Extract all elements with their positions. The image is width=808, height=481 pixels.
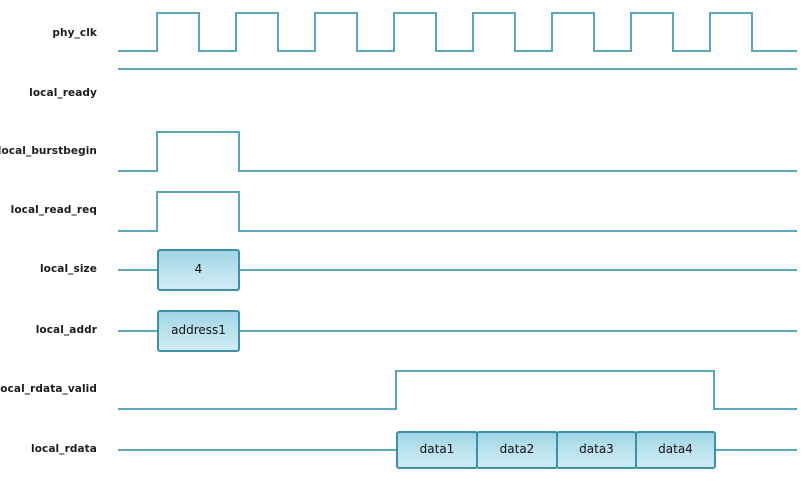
signal-label-local_rdata: local_rdata [31,443,97,455]
signal-label-local_addr: local_addr [35,324,97,336]
waveform-local_read_req [118,191,797,232]
bus-value-box-local_rdata-0 [396,431,478,469]
signal-label-phy_clk: phy_clk [52,27,97,39]
signal-label-local_ready: local_ready [29,87,97,99]
signal-label-local_burstbegin: local_burstbegin [0,145,97,157]
bus-value-box-local_rdata-1 [476,431,558,469]
bus-value-box-local_size-0 [157,249,240,291]
waveform-phy_clk [118,12,797,52]
waveform-local_rdata_valid [118,370,797,410]
waveform-local_burstbegin [118,131,797,172]
bus-value-box-local_addr-0 [157,310,240,352]
signal-label-local_size: local_size [39,263,97,275]
bus-value-box-local_rdata-2 [556,431,637,469]
signal-label-local_rdata_valid: local_rdata_valid [0,383,97,395]
signal-label-local_read_req: local_read_req [10,204,97,216]
bus-value-box-local_rdata-3 [635,431,716,469]
